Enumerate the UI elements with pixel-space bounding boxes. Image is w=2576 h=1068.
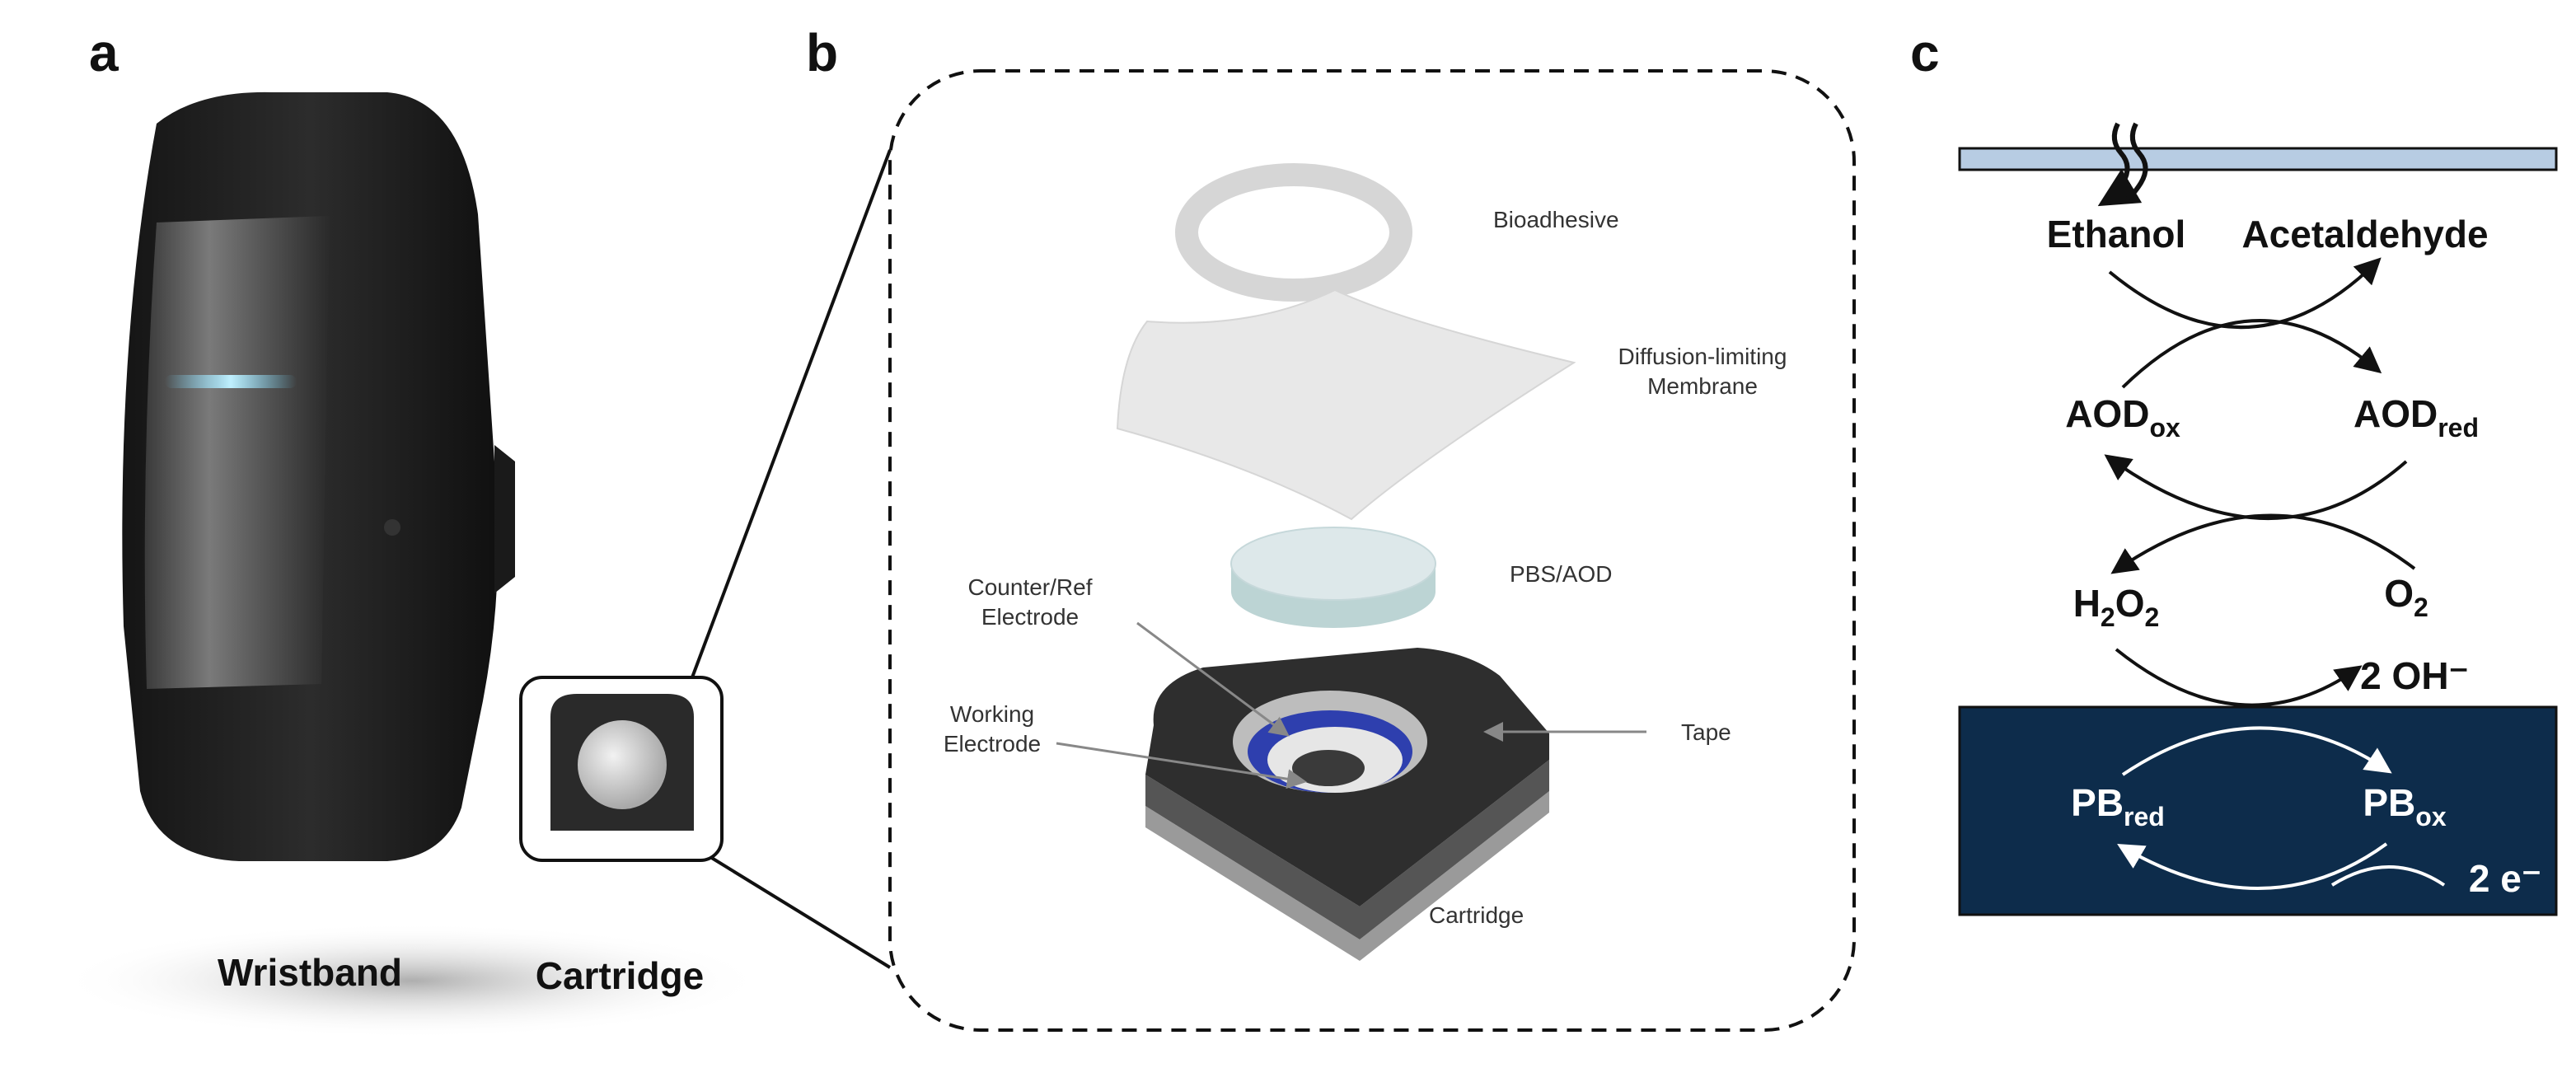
floor-shadow xyxy=(58,923,766,1038)
working-electrode-label-line1: Working xyxy=(950,701,1034,727)
aod-ox-label: AODox xyxy=(2065,392,2180,443)
arc-aodox-to-aodred xyxy=(2121,319,2382,389)
membrane-label-line1: Diffusion-limiting xyxy=(1618,344,1787,369)
working-electrode-label-line2: Electrode xyxy=(944,731,1041,756)
pb-ox-label: PBox xyxy=(2363,781,2446,831)
pb-red-label: PBred xyxy=(2071,781,2165,831)
panel-b: b Bioadhesive Diffusion-limiting Membran… xyxy=(806,23,1856,1032)
acetaldehyde-label: Acetaldehyde xyxy=(2241,213,2488,255)
diffusion-arrow-2 xyxy=(2123,122,2148,204)
pbs-aod-disc xyxy=(1230,527,1436,628)
wristband-label: Wristband xyxy=(218,951,402,994)
counter-electrode-label-line1: Counter/Ref xyxy=(968,574,1093,600)
ethanol-label: Ethanol xyxy=(2047,213,2186,255)
cartridge-label: Cartridge xyxy=(536,954,704,997)
panel-c-letter: c xyxy=(1910,23,1940,82)
panel-a-letter: a xyxy=(89,23,119,82)
electrode-box xyxy=(1958,705,2558,916)
zoom-line-top xyxy=(691,149,892,678)
h2o2-label: H2O2 xyxy=(2073,582,2160,632)
diffusion-arrow-1 xyxy=(2097,122,2143,207)
tape-label: Tape xyxy=(1681,719,1731,745)
arc-aodred-to-aodox xyxy=(2104,454,2408,520)
cartridge-3d xyxy=(1145,648,1549,961)
cartridge-thumbnail xyxy=(519,676,724,862)
panel-a: a Wristband Cartridge xyxy=(58,23,892,1038)
arc-h2o2-to-hydroxide xyxy=(2115,648,2363,707)
working-electrode-pointer xyxy=(1056,742,1307,789)
counter-electrode-pointer xyxy=(1136,621,1290,737)
arc-o2-to-h2o2 xyxy=(2110,513,2416,574)
electrons-label: 2 e⁻ xyxy=(2469,857,2541,900)
arc-ethanol-to-acetaldehyde xyxy=(2108,257,2382,329)
pbs-aod-label: PBS/AOD xyxy=(1510,561,1612,587)
cartridge-3d-label: Cartridge xyxy=(1429,902,1524,928)
electron-transfer-arc xyxy=(2330,865,2446,887)
counter-electrode-label-line2: Electrode xyxy=(981,604,1079,630)
bioadhesive-ring xyxy=(1175,163,1412,302)
hydroxide-label: 2 OH⁻ xyxy=(2360,654,2469,697)
aod-red-label: AODred xyxy=(2354,392,2479,443)
panel-c: c Ethanol Acetaldehyde AODox AODred H2O2… xyxy=(1910,23,2558,916)
membrane-label-line2: Membrane xyxy=(1647,373,1758,399)
o2-label: O2 xyxy=(2384,572,2428,622)
wristband-image xyxy=(122,91,515,861)
panel-b-letter: b xyxy=(806,23,838,82)
arc-pbred-to-pbox xyxy=(2121,726,2392,776)
bioadhesive-label: Bioadhesive xyxy=(1493,207,1619,232)
arc-pbox-to-pbred xyxy=(2117,842,2388,890)
membrane-sheet xyxy=(1116,288,1576,521)
zoom-frame xyxy=(888,69,1856,1032)
membrane-bar xyxy=(1958,147,2558,171)
zoom-line-bottom xyxy=(709,855,892,969)
